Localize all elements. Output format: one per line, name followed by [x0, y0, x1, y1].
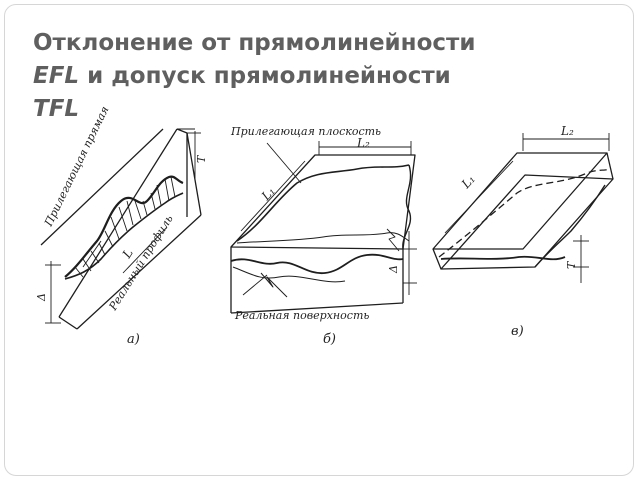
slide-title: Отклонение от прямолинейности EFL и допу… [33, 27, 623, 122]
panel-a-deviation-label: Δ [35, 293, 48, 302]
panel-b-drawing [230, 141, 417, 314]
panel-b-l2-label: L₂ [356, 136, 370, 150]
title-line-1: Отклонение от прямолинейности [33, 30, 476, 56]
panel-c-l2-label: L₂ [560, 124, 574, 138]
panel-c-caption: в) [511, 324, 524, 339]
panel-b-adjacent-plane-label: Прилегающая плоскость [230, 125, 381, 138]
panel-b-real-surface-label: Реальная поверхность [234, 309, 369, 322]
panel-a-drawing [40, 128, 202, 330]
panel-c-tolerance-label: T [565, 260, 578, 269]
panel-a-caption: а) [127, 332, 140, 347]
straightness-diagram: Прилегающая прямая Реальный профиль L T … [35, 104, 614, 347]
panel-a-tolerance-label: T [195, 154, 208, 163]
panel-c-drawing [432, 133, 614, 283]
panel-b-l1-label: L₁ [258, 184, 278, 204]
slide: Прилегающая прямая Реальный профиль L T … [4, 4, 634, 476]
panel-a-real-profile-label: Реальный профиль [106, 213, 176, 314]
panel-a-length-label: L [119, 246, 136, 261]
title-middle-text: и допуск прямолинейности [79, 63, 451, 89]
title-abbr-efl: EFL [33, 63, 80, 89]
panel-b-caption: б) [323, 332, 336, 347]
title-abbr-tfl: TFL [33, 96, 80, 122]
panel-b-deviation-label: Δ [387, 265, 400, 274]
panel-c-l1-label: L₁ [458, 172, 478, 192]
